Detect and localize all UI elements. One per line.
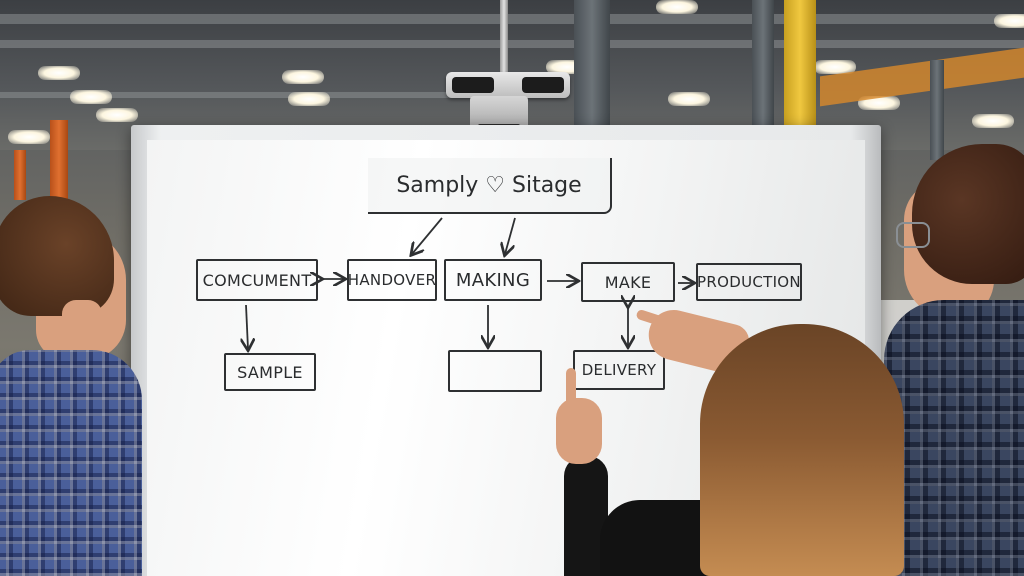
- orange-post: [50, 120, 68, 200]
- box-comcument: COMCUMENT: [196, 259, 318, 301]
- box-comcument-label: COMCUMENT: [202, 270, 312, 290]
- ceiling-light: [282, 70, 324, 84]
- box-production-label: PRODUCTION: [697, 273, 801, 291]
- pointing-finger: [566, 368, 576, 408]
- plaid-shirt: [0, 350, 142, 576]
- ceiling-light: [972, 114, 1014, 128]
- orange-post: [14, 150, 26, 200]
- ceiling-light: [96, 108, 138, 122]
- box-sample-label: SAMPLE: [237, 362, 303, 382]
- box-delivery-label: DELIVERY: [581, 361, 657, 379]
- glasses-icon: [896, 222, 930, 248]
- long-hair: [700, 324, 904, 576]
- yellow-pillar: [784, 0, 816, 134]
- box-sample: SAMPLE: [224, 353, 316, 391]
- ceiling-light: [994, 14, 1024, 28]
- box-making-label: MAKING: [455, 269, 531, 291]
- ear: [62, 300, 102, 330]
- whiteboard-title: Samply ♡ Sitage: [368, 158, 612, 214]
- ceiling-light: [288, 92, 330, 106]
- steel-pillar: [930, 60, 944, 160]
- hair: [912, 144, 1024, 284]
- ceiling-light: [38, 66, 80, 80]
- box-handover-label: HANDOVER: [347, 271, 437, 289]
- steel-pillar: [574, 0, 610, 134]
- box-handover: HANDOVER: [347, 259, 437, 301]
- ceiling-light: [814, 60, 856, 74]
- ceiling-light: [668, 92, 710, 106]
- box-production: PRODUCTION: [696, 263, 802, 301]
- whiteboard-title-text: Samply ♡ Sitage: [396, 172, 582, 198]
- box-blank: [448, 350, 542, 392]
- plaid-shirt: [884, 300, 1024, 576]
- ceiling-light: [70, 90, 112, 104]
- hair: [0, 196, 114, 316]
- box-make: MAKE: [581, 262, 675, 302]
- ceiling-beam: [0, 14, 1024, 24]
- ceiling-light: [8, 130, 50, 144]
- document-camera: [446, 72, 570, 98]
- steel-pillar: [752, 0, 774, 140]
- raised-hand: [556, 398, 602, 464]
- box-making: MAKING: [444, 259, 542, 301]
- camera-pole: [500, 0, 508, 74]
- ceiling-beam: [0, 40, 1024, 48]
- box-delivery: DELIVERY: [573, 350, 665, 390]
- ceiling-light: [656, 0, 698, 14]
- box-make-label: MAKE: [604, 272, 652, 292]
- ceiling-beam: [0, 92, 460, 98]
